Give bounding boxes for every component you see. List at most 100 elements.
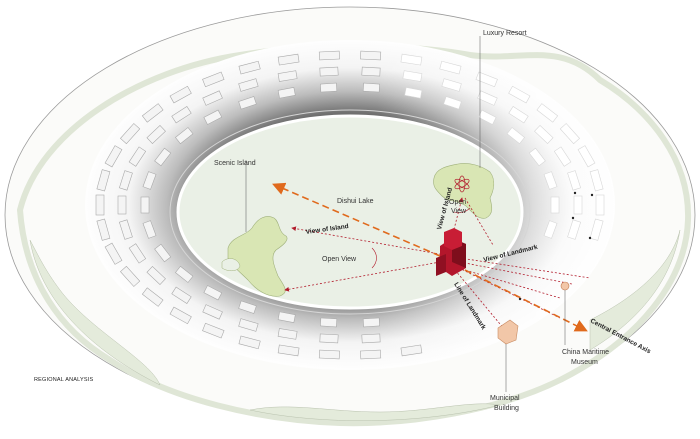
building-block [536, 103, 559, 123]
building-block [141, 103, 164, 123]
building-block [543, 171, 558, 190]
building-block [559, 123, 580, 145]
building-block [319, 66, 339, 77]
building-block [320, 317, 338, 328]
sightline-resort-right [464, 197, 494, 246]
building-block [238, 335, 261, 350]
building-block [508, 106, 529, 124]
building-block [142, 171, 157, 190]
building-block [120, 265, 141, 287]
sightline-landmark-2 [459, 261, 573, 285]
open-view-arc [371, 247, 377, 269]
building-block [361, 66, 381, 77]
building-block [140, 196, 150, 214]
building-block [589, 218, 604, 241]
building-block [104, 145, 123, 168]
building-block [318, 349, 340, 360]
building-block [567, 219, 582, 240]
building-block [203, 285, 223, 301]
building-block [361, 333, 381, 344]
building-block [202, 304, 223, 320]
sightline-to-island-upper [291, 226, 446, 256]
building-block [238, 318, 259, 332]
open-view-arc-island [453, 207, 471, 214]
building-block [475, 71, 498, 88]
building-block [277, 70, 298, 82]
building-block [141, 287, 164, 307]
outer-green-patch-right [589, 229, 681, 351]
building-block [534, 124, 554, 145]
dishui-lake-label: Dishui Lake [337, 198, 374, 205]
sightline-landmark-1 [459, 257, 591, 279]
building-block [362, 317, 380, 328]
scenic-island-pond [221, 258, 241, 271]
open-view-island-label-2: View [451, 208, 467, 215]
building-block [118, 170, 133, 191]
building-block [202, 322, 225, 339]
building-block [238, 60, 261, 75]
building-block [277, 87, 296, 99]
building-block [319, 333, 339, 344]
building-block [95, 194, 105, 216]
sightline-museum [454, 265, 561, 319]
building-block [277, 53, 300, 66]
building-block [128, 146, 147, 167]
dishui-lake [176, 114, 524, 310]
building-block [128, 243, 147, 264]
scenic-island-label: Scenic Island [214, 160, 256, 167]
building-block [142, 220, 157, 239]
outer-green-patch-left [29, 239, 161, 386]
landmark-building [436, 228, 466, 276]
china-maritime-label-1: China Maritime [562, 349, 609, 356]
building-block [277, 344, 300, 357]
building-block [360, 50, 382, 61]
building-block [277, 328, 298, 340]
building-block [528, 147, 546, 167]
building-block [360, 349, 382, 360]
luxury-resort-label: Luxury Resort [483, 30, 527, 37]
building-block [203, 109, 223, 125]
building-block [96, 169, 111, 192]
building-block [318, 50, 340, 61]
building-block [477, 90, 498, 106]
building-block [171, 286, 192, 304]
sightline-landmark-lower [454, 269, 506, 331]
building-block [402, 70, 423, 82]
open-view-label: Open View [322, 256, 357, 263]
building-block [441, 78, 462, 92]
building-block [120, 123, 141, 145]
building-block [404, 87, 423, 99]
outer-green-patch-bottom [249, 403, 501, 421]
building-block [154, 243, 172, 263]
building-blocks [95, 50, 605, 360]
building-block [439, 60, 462, 75]
site-points [518, 191, 594, 301]
building-block [589, 169, 604, 192]
building-block [362, 82, 380, 93]
building-block [169, 306, 192, 325]
building-block [202, 71, 225, 88]
resort-flower-icon [454, 175, 470, 193]
sightline-landmark-3 [457, 267, 561, 299]
municipal-label-2: Building [494, 405, 519, 412]
building-block [146, 124, 166, 145]
lake-shore-line [169, 109, 531, 315]
building-block [104, 242, 123, 265]
building-block [443, 96, 462, 110]
building-block [169, 85, 192, 104]
building-block [118, 219, 133, 240]
building-block [543, 220, 558, 239]
building-block [146, 265, 166, 286]
municipal-label-1: Municipal [490, 395, 520, 402]
building-block [238, 96, 257, 110]
sightlines [284, 197, 591, 331]
municipal-building-marker [497, 319, 519, 392]
building-block [400, 344, 423, 357]
china-maritime-label-2: Museum [571, 359, 598, 366]
scenic-island [227, 216, 288, 297]
open-view-island-label-1: Open [449, 199, 466, 206]
central-entrance-axis-arrow-lower [454, 264, 588, 332]
building-block [175, 265, 194, 283]
building-block [171, 106, 192, 124]
